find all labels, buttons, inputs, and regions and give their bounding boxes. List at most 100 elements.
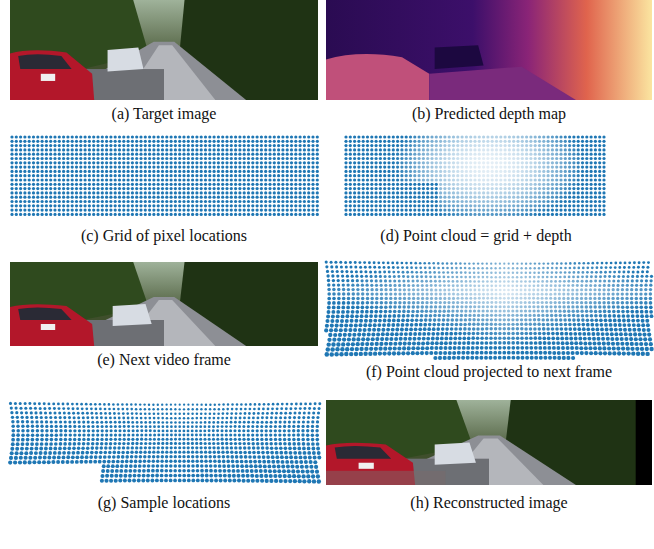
point	[195, 178, 198, 181]
point	[387, 157, 390, 160]
point	[71, 213, 74, 216]
point	[400, 166, 403, 169]
point	[230, 213, 233, 216]
point	[273, 161, 276, 164]
point	[170, 144, 173, 147]
point	[101, 200, 104, 203]
point	[525, 144, 528, 147]
point	[353, 153, 356, 156]
point	[105, 178, 108, 181]
point	[191, 209, 194, 212]
point	[366, 140, 369, 143]
point	[525, 157, 528, 160]
photo	[10, 0, 318, 100]
point	[234, 153, 237, 156]
point	[400, 153, 403, 156]
point	[75, 170, 78, 173]
point	[105, 170, 108, 173]
point	[268, 144, 271, 147]
point	[598, 174, 601, 177]
point	[439, 144, 442, 147]
point	[594, 157, 597, 160]
point	[516, 157, 519, 160]
point	[23, 157, 26, 160]
point	[118, 183, 121, 186]
point	[135, 200, 138, 203]
point	[482, 161, 485, 164]
point	[491, 135, 494, 138]
point	[71, 191, 74, 194]
point	[217, 135, 220, 138]
point	[316, 148, 319, 151]
point	[127, 144, 130, 147]
point	[114, 166, 117, 169]
point	[316, 161, 319, 164]
point	[247, 191, 250, 194]
point	[118, 157, 121, 160]
point	[174, 148, 177, 151]
point	[495, 135, 498, 138]
point	[62, 196, 65, 199]
point	[178, 135, 181, 138]
point	[200, 140, 203, 143]
point	[58, 213, 61, 216]
point	[139, 166, 142, 169]
point	[234, 135, 237, 138]
point	[387, 144, 390, 147]
point	[23, 153, 26, 156]
point	[268, 209, 271, 212]
point	[598, 170, 601, 173]
point	[508, 140, 511, 143]
point	[273, 178, 276, 181]
point	[10, 148, 13, 151]
point	[36, 161, 39, 164]
point	[174, 196, 177, 199]
point	[486, 161, 489, 164]
point	[28, 153, 31, 156]
point	[473, 166, 476, 169]
point	[469, 144, 472, 147]
point	[15, 187, 18, 190]
point	[144, 135, 147, 138]
point	[62, 140, 65, 143]
point	[208, 166, 211, 169]
point	[247, 135, 250, 138]
point	[277, 153, 280, 156]
point	[559, 161, 562, 164]
point	[217, 170, 220, 173]
point	[15, 170, 18, 173]
point	[392, 144, 395, 147]
point	[299, 144, 302, 147]
point	[204, 183, 207, 186]
point	[53, 196, 56, 199]
point	[286, 157, 289, 160]
point	[165, 213, 168, 216]
point	[135, 196, 138, 199]
point	[75, 157, 78, 160]
point	[122, 166, 125, 169]
point	[281, 183, 284, 186]
point	[251, 157, 254, 160]
point	[165, 148, 168, 151]
point	[357, 174, 360, 177]
point	[204, 187, 207, 190]
point	[144, 174, 147, 177]
point	[53, 183, 56, 186]
point	[405, 135, 408, 138]
point	[349, 157, 352, 160]
point	[170, 183, 173, 186]
point	[144, 209, 147, 212]
point	[221, 196, 224, 199]
point	[204, 200, 207, 203]
point	[58, 144, 61, 147]
point	[439, 153, 442, 156]
point	[534, 170, 537, 173]
point	[88, 166, 91, 169]
point	[508, 166, 511, 169]
point	[268, 204, 271, 207]
point	[84, 174, 87, 177]
point	[281, 191, 284, 194]
point	[58, 209, 61, 212]
point	[243, 140, 246, 143]
point	[161, 144, 164, 147]
